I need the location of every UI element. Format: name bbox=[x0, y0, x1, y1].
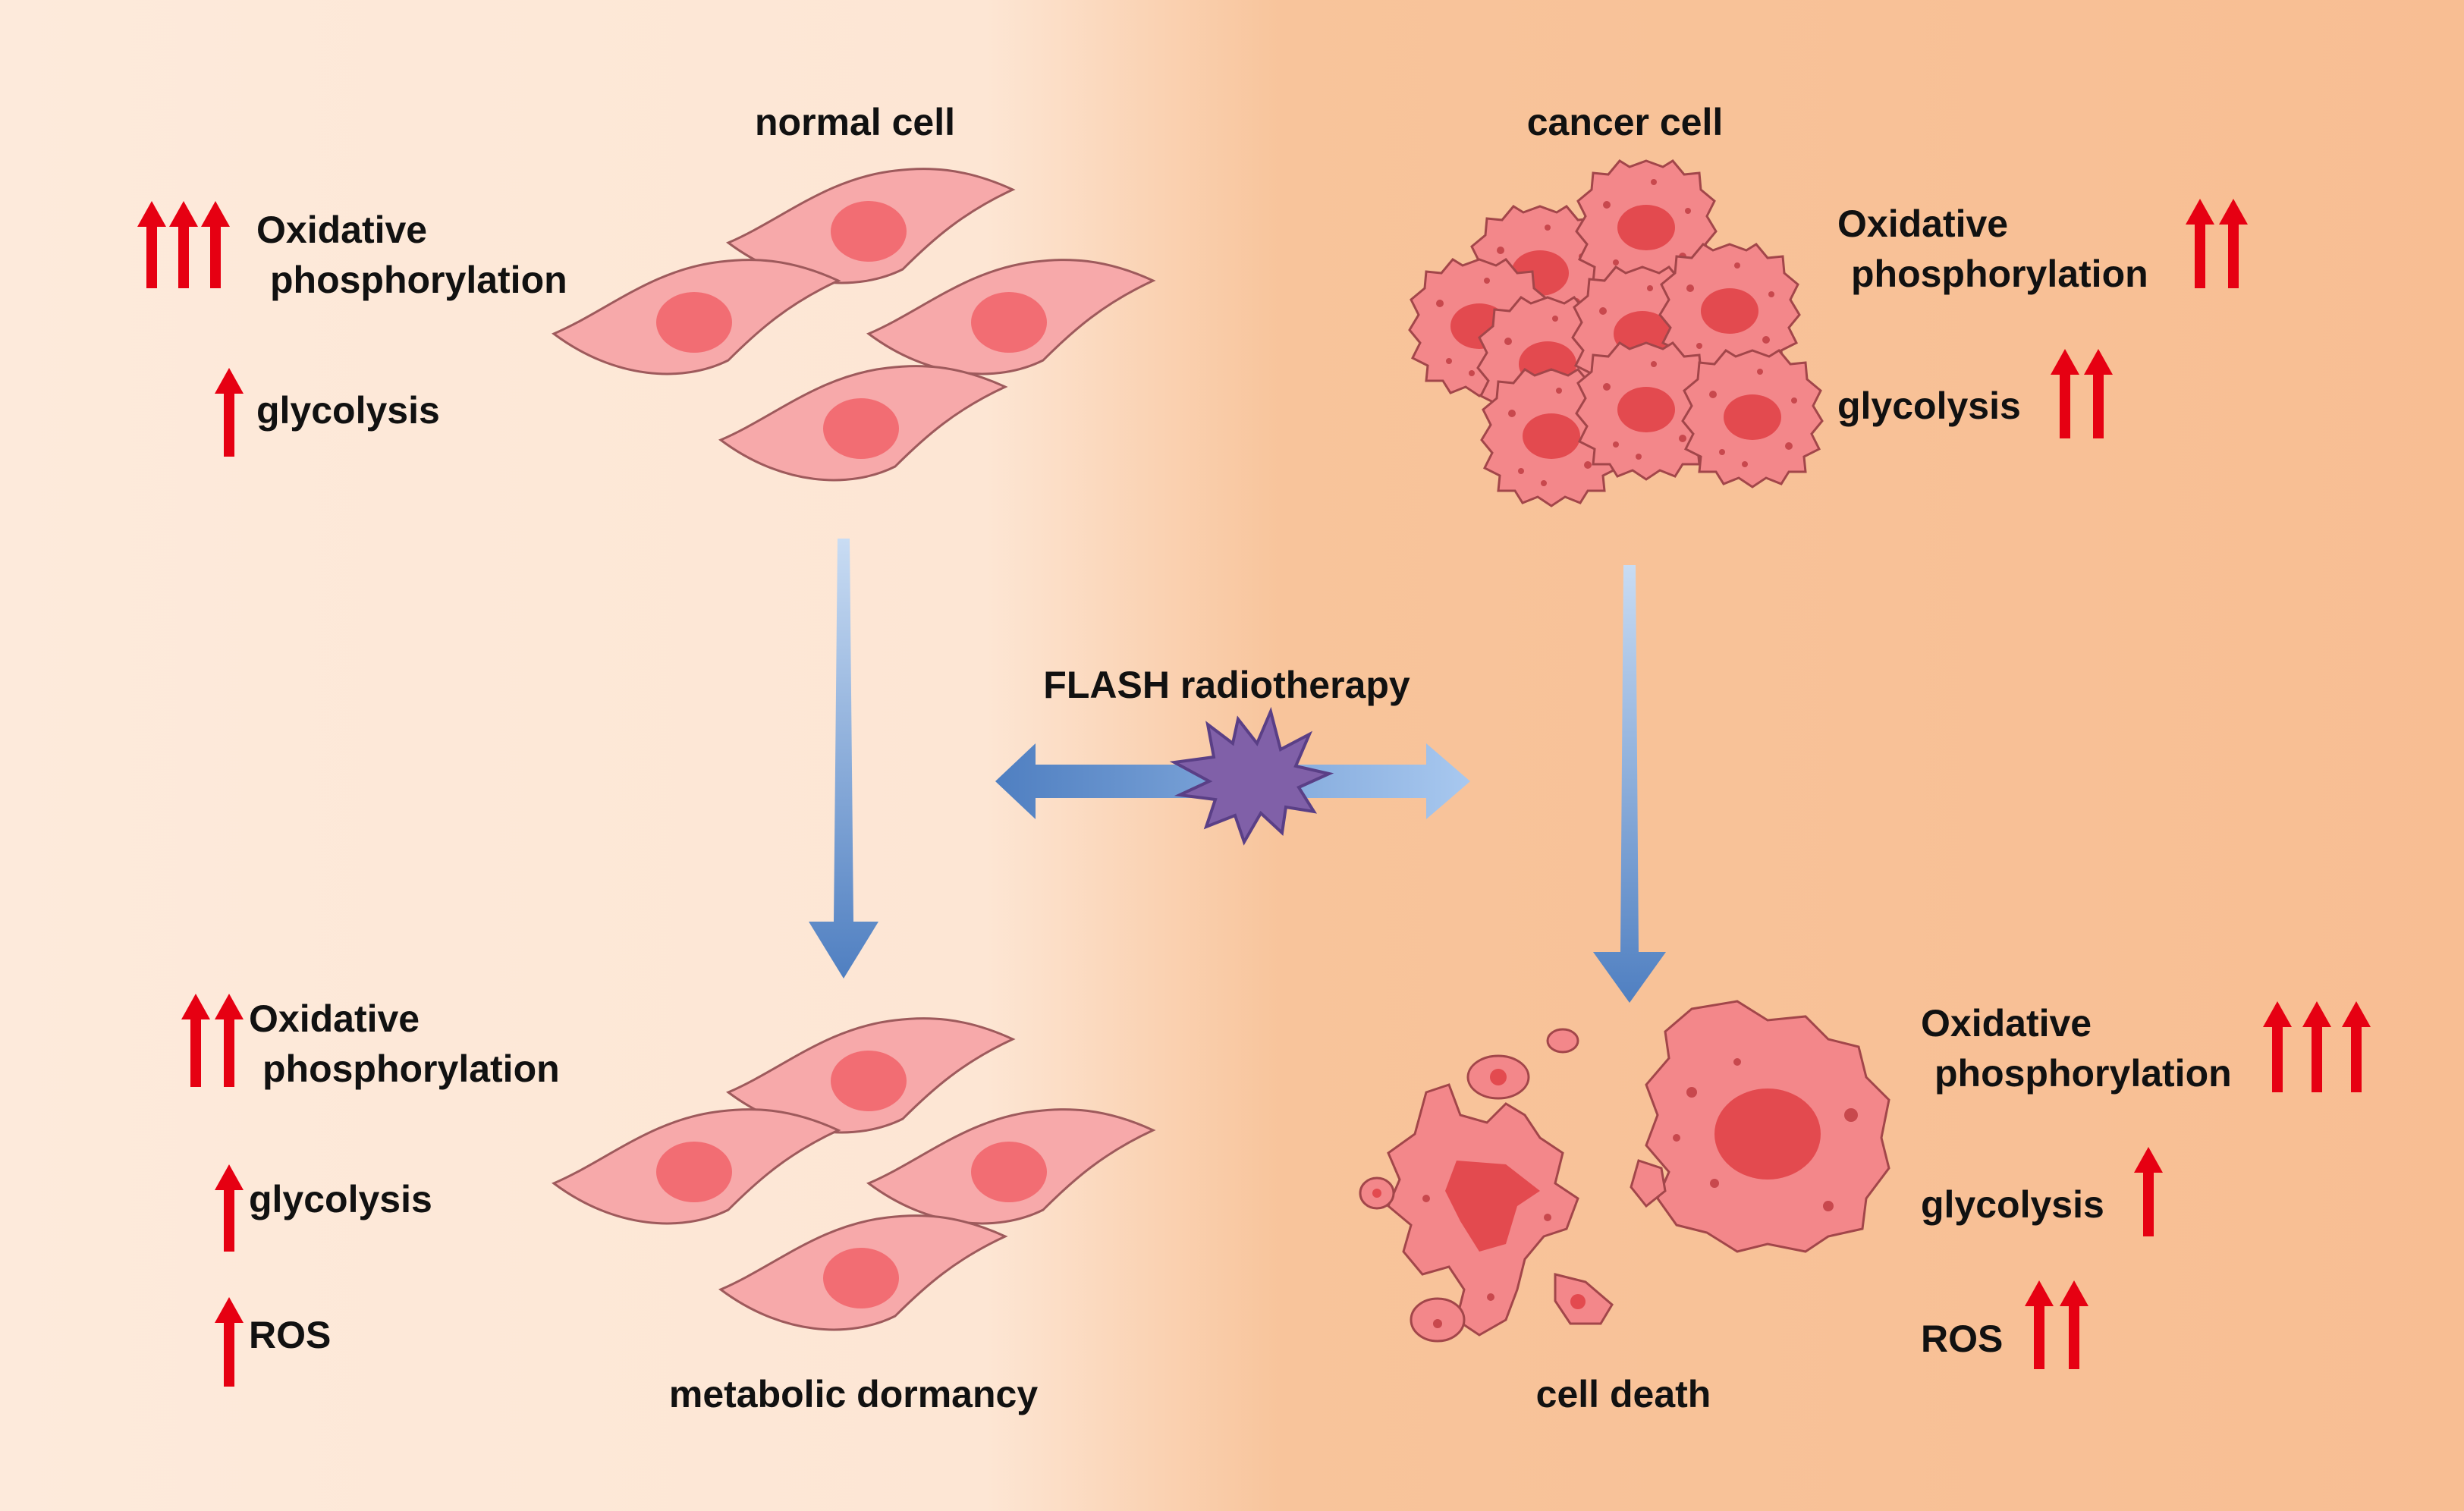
up-arrows-normal-after-ros bbox=[215, 1297, 244, 1387]
cancer-after-glycolysis-label: glycolysis bbox=[1921, 1183, 2104, 1226]
up-arrow-icon bbox=[2302, 1001, 2331, 1092]
cancer-after-ros-label: ROS bbox=[1921, 1318, 2004, 1360]
cancer-before-oxidative-label: Oxidative phosphorylation bbox=[1837, 199, 2148, 299]
up-arrow-icon bbox=[201, 201, 230, 288]
up-arrows-normal-after-glycolysis bbox=[215, 1164, 244, 1252]
dying-cancer-cells bbox=[1359, 1000, 1890, 1343]
down-arrow-cancer bbox=[1593, 565, 1666, 1003]
up-arrow-icon bbox=[2084, 349, 2113, 438]
up-arrow-icon bbox=[169, 201, 198, 288]
up-arrow-icon bbox=[2342, 1001, 2371, 1092]
up-arrow-icon bbox=[2263, 1001, 2292, 1092]
up-arrow-icon bbox=[2186, 199, 2214, 288]
term-line2: phosphorylation bbox=[1851, 253, 2148, 295]
up-arrows-cancer-before-oxidative bbox=[2186, 199, 2248, 288]
normal-before-oxidative-label: Oxidative phosphorylation bbox=[256, 205, 567, 305]
down-arrow-normal bbox=[809, 539, 878, 979]
normal-cell-title: normal cell bbox=[755, 101, 955, 143]
up-arrows-normal-after-oxidative bbox=[181, 994, 244, 1087]
up-arrows-normal-before-oxidative bbox=[137, 201, 230, 288]
normal-after-ros-label: ROS bbox=[249, 1314, 332, 1356]
term-line2: phosphorylation bbox=[1934, 1052, 2232, 1095]
up-arrow-icon bbox=[137, 201, 166, 288]
cell-death-label: cell death bbox=[1535, 1373, 1711, 1415]
up-arrow-icon bbox=[2060, 1280, 2088, 1369]
up-arrow-icon bbox=[215, 1297, 244, 1387]
cancer-cell-cluster bbox=[1408, 159, 1824, 507]
up-arrow-icon bbox=[2134, 1147, 2163, 1236]
term-line2: phosphorylation bbox=[270, 259, 567, 301]
normal-after-oxidative-label: Oxidative phosphorylation bbox=[249, 994, 560, 1094]
up-arrows-cancer-after-glycolysis bbox=[2134, 1147, 2163, 1236]
term-line2: phosphorylation bbox=[262, 1048, 560, 1090]
cancer-before-glycolysis-label: glycolysis bbox=[1837, 385, 2021, 427]
flash-radiotherapy-label: FLASH radiotherapy bbox=[1043, 664, 1410, 706]
up-arrow-icon bbox=[215, 1164, 244, 1252]
term-line1: Oxidative bbox=[1837, 203, 2009, 245]
cancer-cell-title: cancer cell bbox=[1526, 101, 1724, 143]
metabolic-dormancy-label: metabolic dormancy bbox=[668, 1373, 1039, 1415]
normal-cell-cluster-top bbox=[552, 168, 1155, 482]
up-arrows-cancer-after-oxidative bbox=[2263, 1001, 2371, 1092]
normal-before-glycolysis-label: glycolysis bbox=[256, 389, 440, 432]
up-arrow-icon bbox=[2051, 349, 2079, 438]
term-line1: Oxidative bbox=[249, 997, 420, 1040]
up-arrow-icon bbox=[215, 994, 244, 1087]
normal-cell-cluster-bottom bbox=[552, 1017, 1155, 1331]
term-line1: Oxidative bbox=[256, 209, 428, 251]
radiation-burst-icon bbox=[1169, 706, 1334, 846]
up-arrow-icon bbox=[181, 994, 210, 1087]
up-arrow-icon bbox=[2219, 199, 2248, 288]
up-arrow-icon bbox=[215, 368, 244, 457]
up-arrows-normal-before-glycolysis bbox=[215, 368, 244, 457]
up-arrows-cancer-after-ros bbox=[2025, 1280, 2088, 1369]
term-line1: Oxidative bbox=[1921, 1002, 2092, 1045]
up-arrow-icon bbox=[2025, 1280, 2054, 1369]
up-arrows-cancer-before-glycolysis bbox=[2051, 349, 2113, 438]
cancer-after-oxidative-label: Oxidative phosphorylation bbox=[1921, 998, 2232, 1098]
normal-after-glycolysis-label: glycolysis bbox=[249, 1178, 432, 1220]
